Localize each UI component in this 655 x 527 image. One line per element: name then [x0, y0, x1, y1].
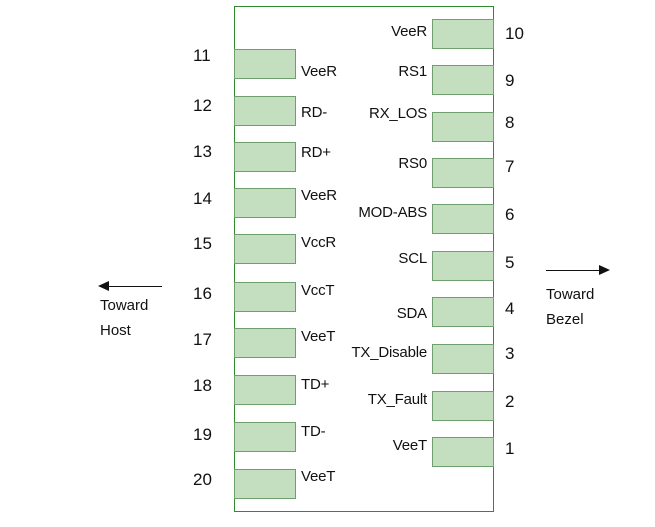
- pin-label-1: VeeT: [392, 437, 427, 454]
- pin-number-5: 5: [505, 253, 515, 272]
- pad-pin-7: [432, 158, 494, 188]
- pad-pin-16: [234, 282, 296, 312]
- pin-label-3: TX_Disable: [351, 344, 427, 361]
- pin-number-7: 7: [505, 157, 515, 176]
- pad-pin-1: [432, 437, 494, 467]
- pad-pin-10: [432, 19, 494, 49]
- pin-label-19: TD-: [301, 423, 326, 440]
- left-arrow-icon: [98, 281, 162, 291]
- pin-number-12: 12: [193, 96, 212, 115]
- pin-label-17: VeeT: [301, 328, 336, 345]
- toward-host-line1: Toward: [100, 297, 149, 314]
- pin-label-16: VccT: [301, 282, 335, 299]
- pad-pin-17: [234, 328, 296, 358]
- pad-pin-18: [234, 375, 296, 405]
- pin-label-8: RX_LOS: [369, 105, 427, 122]
- right-arrow-icon: [546, 265, 610, 275]
- pin-label-12: RD-: [301, 104, 328, 121]
- toward-host-label: Toward Host: [100, 293, 148, 343]
- pad-pin-12: [234, 96, 296, 126]
- pad-pin-15: [234, 234, 296, 264]
- pin-number-14: 14: [193, 189, 212, 208]
- pad-pin-13: [234, 142, 296, 172]
- pad-pin-19: [234, 422, 296, 452]
- toward-bezel-line2: Bezel: [546, 311, 584, 328]
- pin-label-2: TX_Fault: [367, 391, 427, 408]
- pin-label-9: RS1: [398, 63, 427, 80]
- pad-pin-8: [432, 112, 494, 142]
- pin-number-20: 20: [193, 470, 212, 489]
- pin-number-1: 1: [505, 439, 515, 458]
- pad-pin-9: [432, 65, 494, 95]
- pin-number-9: 9: [505, 71, 515, 90]
- pin-label-15: VccR: [301, 234, 337, 251]
- pin-label-5: SCL: [398, 250, 427, 267]
- toward-bezel-line1: Toward: [546, 286, 595, 303]
- pin-number-17: 17: [193, 330, 212, 349]
- pin-number-8: 8: [505, 113, 515, 132]
- pin-label-14: VeeR: [301, 187, 337, 204]
- pad-pin-11: [234, 49, 296, 79]
- pin-label-13: RD+: [301, 144, 331, 161]
- pin-label-6: MOD-ABS: [358, 204, 427, 221]
- pin-label-10: VeeR: [391, 23, 427, 40]
- pad-pin-20: [234, 469, 296, 499]
- pin-number-15: 15: [193, 234, 212, 253]
- pin-number-19: 19: [193, 425, 212, 444]
- pad-pin-4: [432, 297, 494, 327]
- pad-pin-5: [432, 251, 494, 281]
- pin-label-18: TD+: [301, 376, 330, 393]
- pin-number-6: 6: [505, 205, 515, 224]
- pin-label-11: VeeR: [301, 63, 337, 80]
- pin-label-20: VeeT: [301, 468, 336, 485]
- pad-pin-2: [432, 391, 494, 421]
- toward-bezel-label: Toward Bezel: [546, 282, 594, 332]
- pin-number-11: 11: [193, 46, 211, 65]
- pad-pin-14: [234, 188, 296, 218]
- pad-pin-3: [432, 344, 494, 374]
- pin-number-13: 13: [193, 142, 212, 161]
- pin-number-4: 4: [505, 299, 515, 318]
- pad-pin-6: [432, 204, 494, 234]
- pin-number-3: 3: [505, 344, 515, 363]
- pin-number-18: 18: [193, 376, 212, 395]
- pin-label-4: SDA: [396, 305, 427, 322]
- toward-host-line2: Host: [100, 322, 131, 339]
- pin-number-16: 16: [193, 284, 212, 303]
- pin-number-10: 10: [505, 24, 524, 43]
- pin-number-2: 2: [505, 392, 515, 411]
- pin-label-7: RS0: [398, 155, 427, 172]
